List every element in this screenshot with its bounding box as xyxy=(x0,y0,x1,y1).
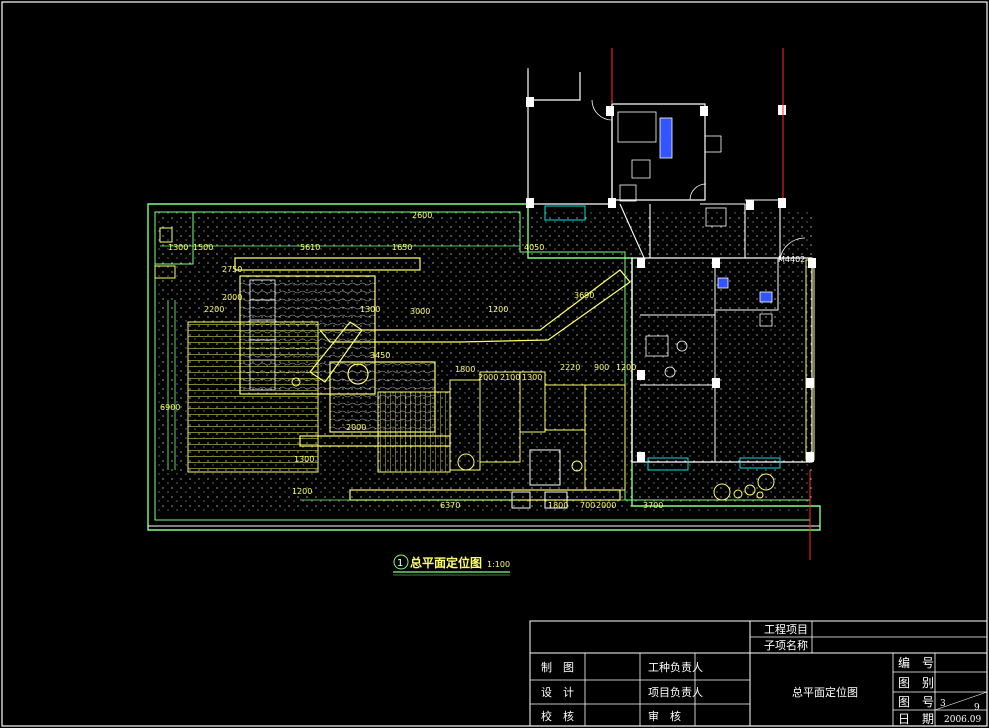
drawing-title: 1 总平面定位图 1:100 xyxy=(393,554,510,576)
dim-label: 2220 xyxy=(560,363,580,372)
dim-label: 3700 xyxy=(643,501,663,510)
sheet-total: 9 xyxy=(974,703,980,713)
sheet-label: 图 号 xyxy=(898,695,934,709)
drafter-label: 制 图 xyxy=(541,661,574,674)
site-plan xyxy=(147,203,821,531)
dim-label: 1650 xyxy=(392,243,412,252)
reviewer-label: 审 核 xyxy=(648,709,681,723)
dim-label: 3000 xyxy=(410,307,430,316)
date-value: 2006.09 xyxy=(944,715,981,725)
site-boundary xyxy=(147,203,821,531)
dim-label: 700 xyxy=(580,501,595,510)
dim-label: 2100 xyxy=(500,373,520,382)
discipline-lead-label: 工种负责人 xyxy=(648,660,703,674)
dim-label: 6370 xyxy=(440,501,460,510)
dim-label: 1800 xyxy=(548,501,568,510)
pavilion xyxy=(329,361,436,433)
building-plan xyxy=(526,48,816,560)
plan-scale: 1:100 xyxy=(487,560,510,569)
dim-label: 1800 xyxy=(455,365,475,374)
sheet-value: 3 xyxy=(940,699,946,709)
pool-steps xyxy=(249,279,276,391)
dim-label: 3690 xyxy=(574,291,594,300)
dim-label: 1200 xyxy=(292,487,312,496)
dim-label: 2200 xyxy=(204,305,224,314)
feature-circle xyxy=(347,363,369,385)
dim-label: 1500 xyxy=(193,243,213,252)
dim-label: 2000 xyxy=(346,423,366,432)
dim-label: 1300 xyxy=(168,243,188,252)
number-label: 编 号 xyxy=(898,655,934,670)
category-label: 图 别 xyxy=(898,676,934,690)
checker-label: 校 核 xyxy=(541,709,574,723)
dim-label: 2000 xyxy=(222,293,242,302)
title-marker: 1 xyxy=(397,558,403,569)
dim-label: 3450 xyxy=(370,351,390,360)
dim-label: 1200 xyxy=(488,305,508,314)
utility-box xyxy=(154,211,194,265)
dim-label: 1300 xyxy=(294,455,314,464)
dim-label: 6900 xyxy=(160,403,180,412)
subproject-label: 子项名称 xyxy=(764,638,808,652)
project-lead-label: 项目负责人 xyxy=(648,685,703,699)
dim-label: 900 xyxy=(594,363,609,372)
title-block: 工程项目 子项名称 制 图 工种负责人 设 计 项目负责人 校 核 审 核 总平… xyxy=(529,620,988,727)
walkway-diag2 xyxy=(309,321,363,383)
dim-label: 1300 xyxy=(522,373,542,382)
plan-title: 总平面定位图 xyxy=(410,555,482,570)
dim-label: 1300 xyxy=(360,305,380,314)
project-label: 工程项目 xyxy=(764,623,808,636)
walkway-main xyxy=(234,257,421,271)
dim-label: 2000 xyxy=(478,373,498,382)
title-marker-circle xyxy=(393,554,409,570)
date-label: 日 期 xyxy=(898,712,934,726)
dim-label: 5610 xyxy=(300,243,320,252)
dim-label: 2600 xyxy=(412,211,432,220)
walkway-diagonal xyxy=(318,269,631,343)
dimension-labels: 1300 1500 2600 5610 1650 4050 2750 2000 … xyxy=(160,211,663,510)
dim-label: 4050 xyxy=(524,243,544,252)
dim-label: 1200 xyxy=(616,363,636,372)
dim-label: 2000 xyxy=(596,501,616,510)
room-tag: M4402 xyxy=(778,255,805,264)
designer-label: 设 计 xyxy=(541,686,574,699)
planter-box xyxy=(529,449,561,486)
dim-label: 2750 xyxy=(222,265,242,274)
drawing-name: 总平面定位图 xyxy=(792,685,858,699)
